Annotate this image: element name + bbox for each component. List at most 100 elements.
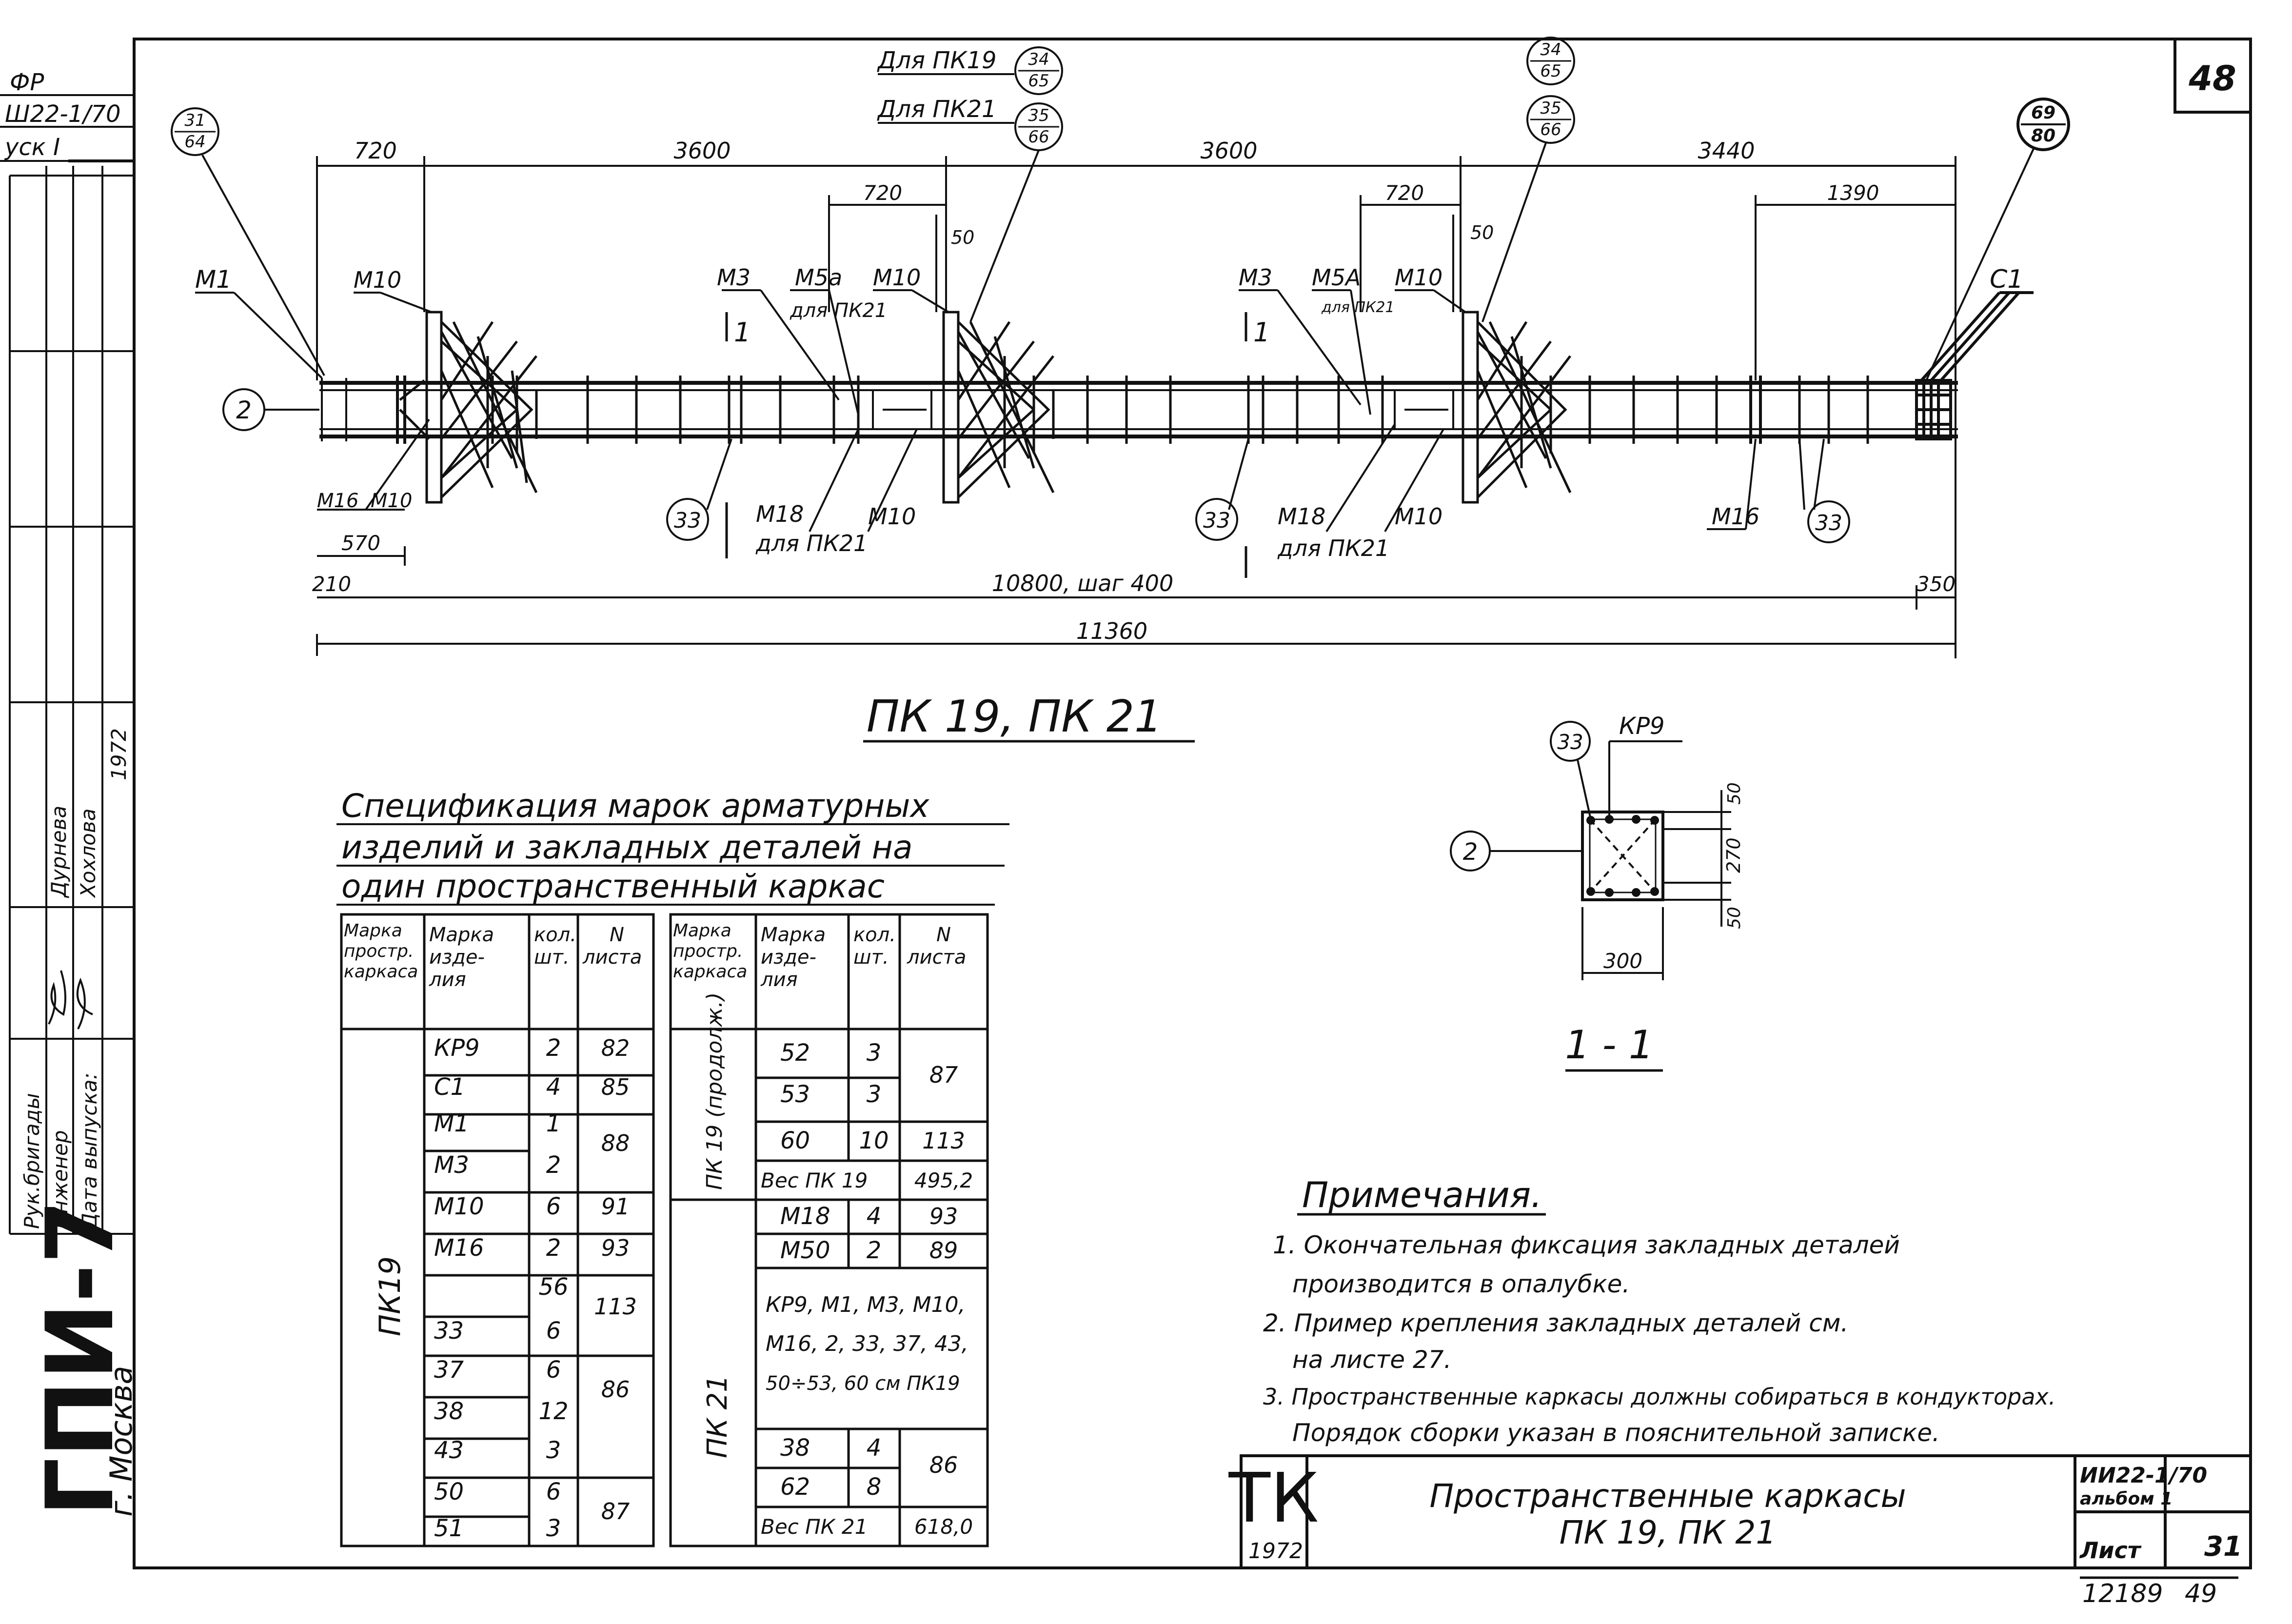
label-for-pk21-c: для ПК21 <box>1321 299 1395 316</box>
archive-number: 12189 <box>2082 1579 2163 1608</box>
spec-left-qty: 2 <box>546 1151 561 1179</box>
svg-text:35: 35 <box>1540 99 1561 118</box>
for-pk21-label: Для ПК21 <box>877 96 997 123</box>
note-line-6: Порядок сборки указан в пояснительной за… <box>1292 1419 1940 1447</box>
title-block-year: 1972 <box>1248 1539 1303 1564</box>
spec-left-item: 33 <box>434 1317 464 1345</box>
spec-left-qty: 12 <box>538 1398 568 1425</box>
bubble-35-66-b: 35 66 <box>1482 95 1575 322</box>
dim-inner-720-b: 720 <box>1385 181 1424 205</box>
label-for-pk21-b: для ПК21 <box>755 530 868 556</box>
corner-stamp: ФР Ш22-1/70 уск I <box>0 69 134 162</box>
spec-left-item: М1 <box>434 1110 469 1137</box>
spec-right-sheet: 89 <box>929 1237 958 1264</box>
svg-text:66: 66 <box>1028 127 1049 147</box>
spec-left-item: М3 <box>434 1151 469 1179</box>
archive-sheet: 49 <box>2185 1579 2217 1608</box>
label-m10-b: М10 <box>371 490 412 512</box>
spec-left-qty: 6 <box>546 1356 561 1384</box>
spec-left-sheet: 93 <box>601 1235 630 1261</box>
spec-right-item: 52 <box>780 1039 810 1067</box>
svg-text:34: 34 <box>1028 50 1049 69</box>
note-line-4: на листе 27. <box>1292 1346 1451 1374</box>
svg-text:65: 65 <box>1028 71 1049 91</box>
spec-right-qty: 10 <box>859 1127 889 1154</box>
note-line-1: 1. Окончательная фиксация закладных дета… <box>1273 1231 1900 1259</box>
svg-text:69: 69 <box>2031 103 2055 123</box>
plan-title: ПК 19, ПК 21 <box>867 691 1163 742</box>
svg-text:31: 31 <box>184 111 205 130</box>
corner-stamp-line2: Ш22-1/70 <box>5 100 121 128</box>
section-bubble-2: 2 <box>1463 838 1478 866</box>
spec-left-qty: 3 <box>546 1515 561 1542</box>
embedded-plate-1 <box>872 389 932 430</box>
spec-weight19-label: Вес ПК 19 <box>761 1168 868 1192</box>
title-block: ТК 1972 Пространственные каркасы ПК 19, … <box>1228 1454 2252 1608</box>
spec-right-group1: ПК 19 (продолж.) <box>702 992 727 1190</box>
spec-left-item: М10 <box>434 1193 484 1220</box>
end-mesh-c1 <box>1915 291 2034 440</box>
spec-title-line-1: Спецификация марок арматурных <box>341 787 929 825</box>
bubble-33-a: 33 <box>666 498 709 541</box>
title-block-sheet-label: Лист <box>2079 1537 2142 1564</box>
label-m10-f: М10 <box>1395 503 1442 530</box>
for-pk19-label: Для ПК19 <box>877 47 997 74</box>
label-m5a: М5а <box>795 264 842 291</box>
spec-left-item: 43 <box>434 1437 464 1464</box>
organization-city: г. Москва <box>103 1366 139 1517</box>
label-m1: М1 <box>195 265 232 294</box>
section-dim-50-top: 50 <box>1724 782 1744 805</box>
spec-right-qty: 2 <box>867 1237 882 1264</box>
spec-left-qty: 2 <box>546 1034 561 1062</box>
bubble-34-65-b: 34 65 <box>1526 37 1575 85</box>
label-for-pk21-a: для ПК21 <box>790 299 887 322</box>
spec-left-item: 51 <box>434 1515 464 1542</box>
lattice-zone-3 <box>1462 311 1572 504</box>
label-m3-b: М3 <box>1239 264 1272 291</box>
dim-bottom-10800: 10800, шаг 400 <box>992 570 1173 596</box>
spec-weight21-label: Вес ПК 21 <box>761 1515 868 1539</box>
stamp-name-2: Хохлова <box>76 809 100 898</box>
stamp-name-1: Дурнева <box>47 806 71 898</box>
svg-text:80: 80 <box>2031 126 2055 146</box>
spec-pk21-note-2: М16, 2, 33, 37, 43, <box>766 1331 968 1356</box>
spec-right-qty: 4 <box>867 1434 882 1462</box>
spec-left-group: ПК19 <box>373 1256 407 1336</box>
dim-total-11360: 11360 <box>1076 618 1147 644</box>
spec-table-left <box>340 913 655 1547</box>
spec-right-item: М50 <box>780 1237 830 1264</box>
spec-left-qty: 6 <box>546 1193 561 1220</box>
svg-text:33: 33 <box>674 508 701 533</box>
sheet-number: 48 <box>2188 59 2236 99</box>
spec-right-qty: 3 <box>867 1081 882 1108</box>
dim-bottom-570: 570 <box>341 531 380 555</box>
label-m16-a: М16 <box>317 490 358 512</box>
spec-right-item: 60 <box>780 1127 810 1154</box>
spec-title-line-3: один пространственный каркас <box>341 868 885 905</box>
corner-stamp-line1: ФР <box>10 69 44 96</box>
lattice-zone-1 <box>399 311 538 504</box>
stamp-name-3: 1972 <box>107 728 131 780</box>
spec-left-sheet: 113 <box>594 1293 637 1320</box>
embedded-plate-2 <box>1394 389 1454 430</box>
bubble-33-c: 33 <box>1807 500 1850 543</box>
spec-right-group2: ПК 21 <box>702 1375 733 1458</box>
spec-pk21-note-3: 50÷53, 60 см ПК19 <box>766 1372 960 1395</box>
spec-right-qty: 8 <box>867 1473 882 1501</box>
spec-right-qty: 3 <box>867 1039 882 1067</box>
bubble-31-64: 31 64 <box>171 107 325 376</box>
spec-left-qty: 6 <box>546 1317 561 1345</box>
dim-bottom-350: 350 <box>1917 572 1956 596</box>
dim-bottom-210: 210 <box>312 572 351 596</box>
bubble-2-plan: 2 <box>222 388 319 431</box>
frame-plan-view: 720 3600 3600 3440 720 720 1390 50 50 Дл… <box>171 37 2070 658</box>
stirrup-bars <box>491 376 1869 444</box>
spec-table-right <box>669 913 989 1547</box>
note-line-5: 3. Пространственные каркасы должны собир… <box>1263 1384 2055 1410</box>
svg-text:35: 35 <box>1028 106 1049 125</box>
spec-left-qty: 4 <box>546 1073 561 1101</box>
